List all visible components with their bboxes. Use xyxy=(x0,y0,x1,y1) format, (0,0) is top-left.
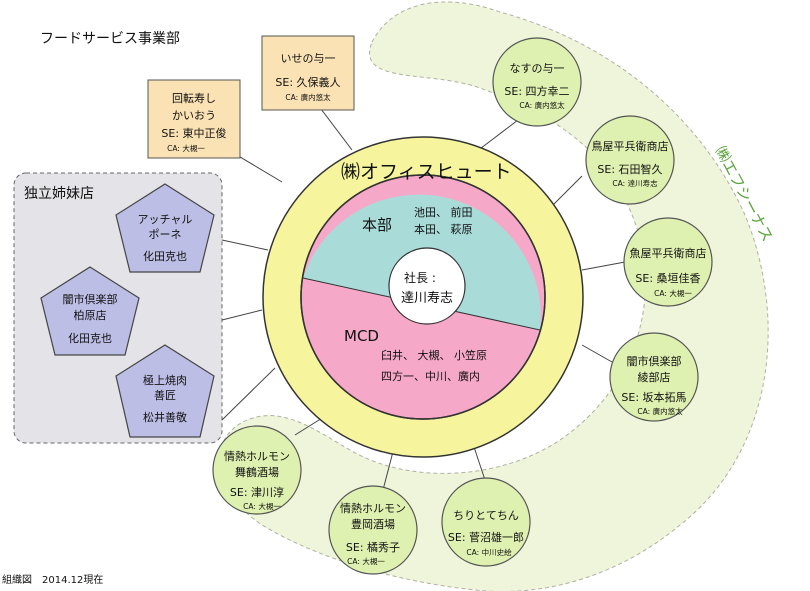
president-name: 達川寿志 xyxy=(401,291,453,306)
mcd-members-2: 四方一、中川、廣内 xyxy=(381,369,480,383)
ef-4-name1: ちりとてちん xyxy=(453,509,519,522)
honbu-members-2: 本田、 萩原 xyxy=(414,222,473,236)
mcd-label: MCD xyxy=(344,327,379,345)
box-ise-name1: いせの与一 xyxy=(281,52,336,65)
ef-6-name2: 舞鶴酒場 xyxy=(235,465,279,479)
ef-5-se: SE: 橘秀子 xyxy=(346,541,400,554)
footer-caption: 組織図 2014.12現在 xyxy=(2,573,103,586)
box-kaiou-name2: かいおう xyxy=(172,109,216,122)
honbu-label: 本部 xyxy=(362,216,392,234)
ef-0-se: SE: 四方幸二 xyxy=(504,84,569,98)
box-kaiou-name1: 回転寿し xyxy=(172,91,216,105)
ef-5-ca: CA: 大槻一 xyxy=(347,556,385,566)
indep-0-name1: アッチャル xyxy=(138,213,193,226)
box-kaiou-ca: CA: 大槻一 xyxy=(167,143,205,153)
company-name: ㈱オフィスヒュート xyxy=(341,161,512,183)
ef-4-ca: CA: 中川史絵 xyxy=(466,547,512,557)
president-title: 社長 : xyxy=(404,270,436,285)
store-chiritotechin xyxy=(441,477,531,567)
page-title: フードサービス事業部 xyxy=(40,31,180,47)
box-iseno-yoichi xyxy=(261,35,355,111)
pentagon-acchaloopone xyxy=(115,183,215,273)
ef-4-se: SE: 菅沼雄一郎 xyxy=(448,530,524,544)
president-circle xyxy=(388,247,466,325)
mcd-members-1: 臼井、 大槻、 小笠原 xyxy=(381,348,487,362)
indep-2-person: 松井善敬 xyxy=(143,410,187,424)
indep-2-name2: 善匠 xyxy=(154,388,176,402)
ef-6-ca: CA: 大槻一 xyxy=(243,501,281,511)
ef-2-ca: CA: 大槻一 xyxy=(654,288,692,298)
pentagon-yakiniku-zensho xyxy=(115,344,215,438)
store-horumon-maizuru xyxy=(212,425,302,515)
ef-5-name2: 豊岡酒場 xyxy=(351,518,395,531)
indep-0-person: 化田克也 xyxy=(143,249,187,263)
box-kaiou-se: SE: 東中正俊 xyxy=(161,126,226,140)
indep-1-person: 化田克也 xyxy=(68,331,112,345)
ef-6-se: SE: 津川淳 xyxy=(230,485,284,499)
ef-1-ca: CA: 達川寿志 xyxy=(612,178,658,188)
independent-label: 独立姉妹店 xyxy=(24,186,94,202)
ef-3-ca: CA: 廣内悠太 xyxy=(637,406,683,416)
ef-2-name1: 魚屋平兵衛商店 xyxy=(630,246,707,260)
honbu-members-1: 池田、 前田 xyxy=(414,205,473,219)
indep-0-name2: ポーネ xyxy=(149,228,182,241)
ef-6-name1: 情熱ホルモン xyxy=(224,450,290,463)
box-ise-ca: CA: 廣内悠太 xyxy=(285,92,331,102)
box-kaiou xyxy=(147,79,241,159)
box-ise-se: SE: 久保義人 xyxy=(275,75,340,89)
ef-3-se: SE: 坂本拓馬 xyxy=(621,390,686,404)
ef-1-name1: 鳥屋平兵衛商店 xyxy=(592,139,669,153)
ef-2-se: SE: 桑垣佳香 xyxy=(635,271,700,285)
indep-2-name1: 極上焼肉 xyxy=(143,373,187,387)
pentagon-yamiichi-kashiwabara xyxy=(40,266,140,356)
ef-0-name1: なすの与一 xyxy=(510,62,565,75)
indep-1-name1: 闇市倶楽部 xyxy=(63,292,118,306)
store-horumon-toyooka xyxy=(328,485,418,575)
store-nasu-no-yoichi xyxy=(492,37,582,127)
indep-1-name2: 柏原店 xyxy=(74,308,107,322)
ef-5-name1: 情熱ホルモン xyxy=(340,502,406,515)
store-uoya xyxy=(623,217,713,307)
store-toriya xyxy=(585,115,675,205)
ef-3-name2: 綾部店 xyxy=(638,370,671,384)
ef-0-ca: CA: 廣内悠太 xyxy=(519,100,565,110)
store-yamiichi-ayabe xyxy=(609,332,699,422)
ef-1-se: SE: 石田智久 xyxy=(597,162,662,176)
ef-3-name1: 闇市倶楽部 xyxy=(627,354,682,368)
